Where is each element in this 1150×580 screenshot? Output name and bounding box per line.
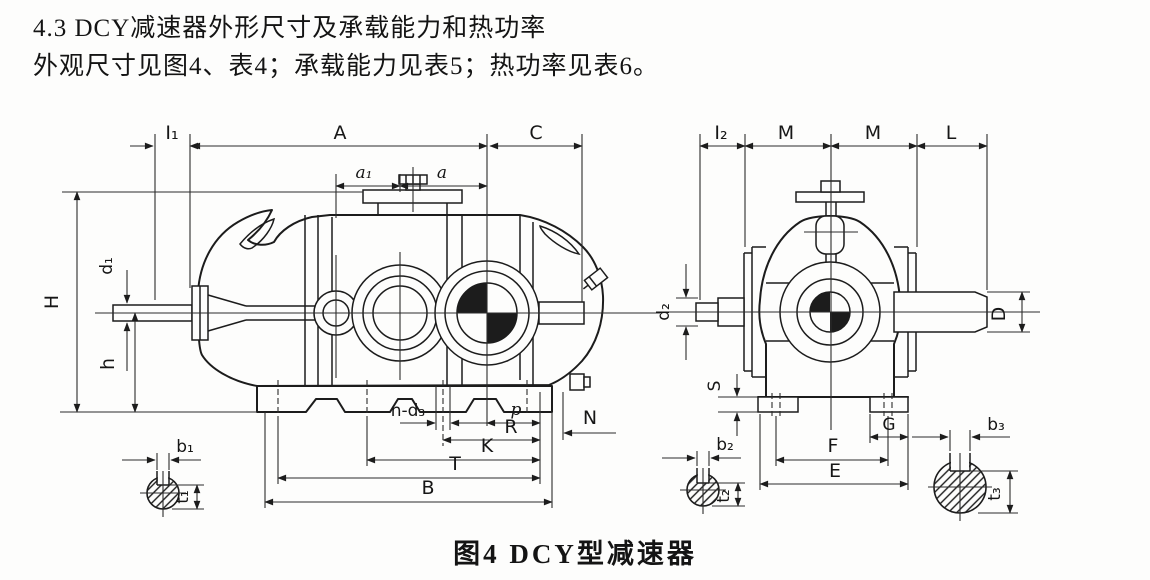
dim-label-C: C	[529, 122, 542, 144]
dim-label-l2: I₂	[714, 122, 727, 144]
section-subheading: 外观尺寸见图4、表4；承载能力见表5；热功率见表6。	[33, 53, 660, 80]
dim-label-b3: b₃	[987, 415, 1005, 435]
dim-label-n-d3: n-d₃	[391, 401, 426, 421]
left-wing-rib	[239, 217, 276, 250]
end-view-feet	[757, 393, 909, 416]
top-cover-and-breather	[362, 167, 463, 215]
dim-label-S: S	[705, 381, 725, 392]
dim-label-N: N	[583, 407, 597, 429]
input-shaft-key-detail: b₁ t₁	[122, 437, 204, 517]
side-view-dimensions: I₁ A C a₁ a H h d₁	[41, 122, 616, 508]
center-mark-quadrant	[810, 292, 830, 312]
dim-label-D: D	[988, 307, 1010, 322]
dim-label-l1: I₁	[165, 122, 178, 144]
center-mark-quadrant	[457, 283, 487, 313]
dim-label-p: p	[511, 400, 522, 420]
figure-caption: 图4 DCY型减速器	[453, 539, 697, 569]
oil-level-plug	[582, 267, 609, 291]
dim-label-K: K	[481, 435, 494, 457]
dim-label-M1: M	[778, 122, 794, 144]
dim-label-t3: t₃	[985, 487, 1005, 500]
dim-label-a: a	[437, 163, 447, 183]
dim-label-F: F	[828, 435, 839, 457]
base-flange	[256, 380, 553, 446]
dim-label-d2: d₂	[654, 303, 674, 321]
dim-label-a1: a₁	[356, 163, 373, 183]
dim-label-t2: t₂	[714, 489, 734, 502]
dim-label-b1: b₁	[176, 437, 194, 457]
dim-label-T: T	[448, 453, 461, 475]
dim-label-h: h	[97, 358, 119, 370]
output-shaft-key-detail: b₃ t₃	[912, 415, 1018, 521]
side-view: I₁ A C a₁ a H h d₁	[41, 122, 660, 517]
dim-label-M2: M	[865, 122, 881, 144]
dim-label-L: L	[946, 122, 957, 144]
top-cover-edge	[795, 191, 865, 203]
dim-label-t1: t₁	[173, 490, 193, 503]
right-wing-rib	[539, 224, 581, 256]
lifting-lug	[815, 215, 845, 255]
dim-label-B: B	[421, 477, 434, 499]
input-shaft-key-detail-end: b₂ t₂	[662, 435, 745, 514]
drain-plug	[562, 373, 591, 440]
dim-label-A: A	[334, 122, 347, 144]
dim-label-E: E	[829, 460, 841, 482]
center-mark-quadrant	[830, 312, 850, 332]
dim-label-b2: b₂	[716, 435, 734, 455]
dim-label-H: H	[41, 295, 63, 309]
dim-label-d1: d₁	[97, 257, 117, 275]
end-view: I₂ M M L d₂ D	[654, 122, 1040, 521]
section-heading: 4.3 DCY减速器外形尺寸及承载能力和热功率	[33, 15, 547, 42]
end-view-centerlines	[658, 134, 1040, 430]
end-view-dimensions: I₂ M M L d₂ D	[654, 122, 1030, 490]
center-mark-quadrant	[487, 313, 517, 343]
dim-label-G: G	[882, 415, 895, 435]
side-view-centerlines	[95, 252, 660, 380]
dim-label-R: R	[504, 416, 517, 438]
